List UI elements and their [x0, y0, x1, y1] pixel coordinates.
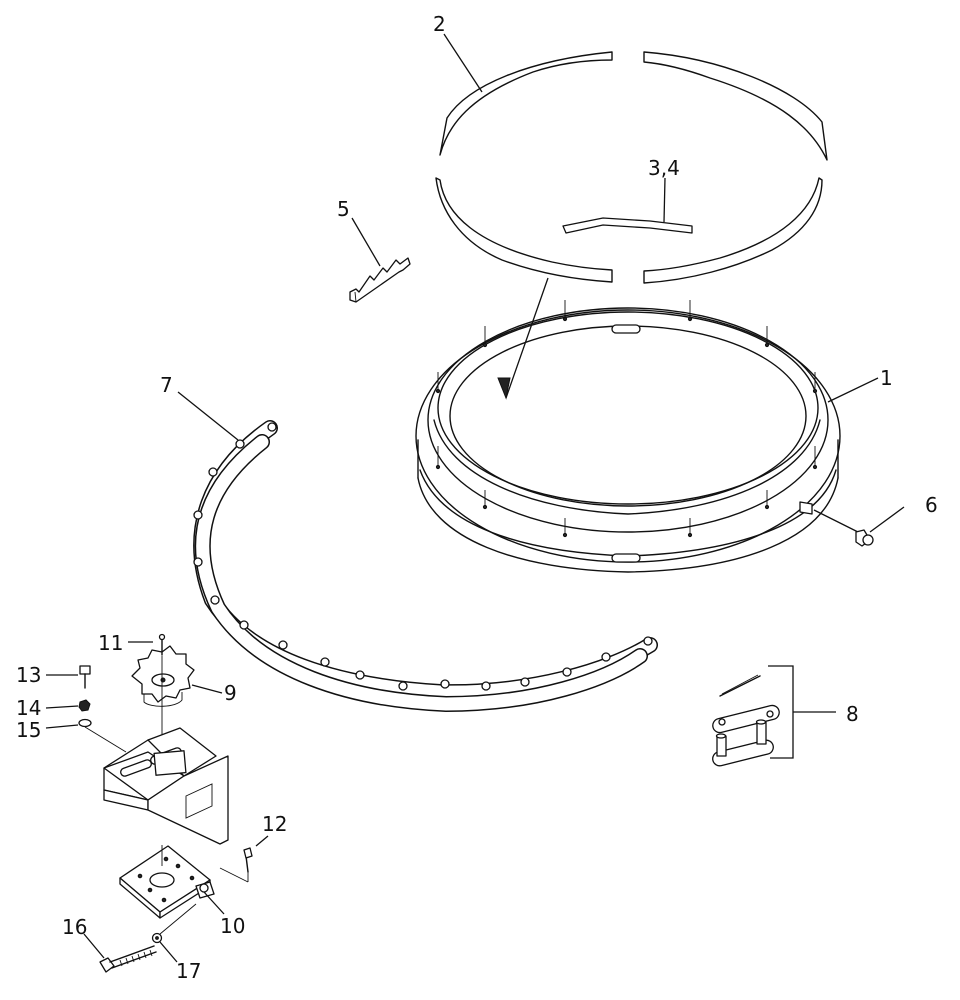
callout-11: 11: [98, 631, 123, 655]
callout-12: 12: [262, 812, 287, 836]
motor-mount-bracket: [103, 727, 229, 845]
callout-8: 8: [846, 702, 859, 726]
callout-7: 7: [160, 373, 173, 397]
assembly-arrow: [497, 277, 549, 400]
part-12-screw: [219, 835, 269, 883]
leader-lines: [177, 33, 905, 533]
callout-5: 5: [337, 197, 350, 221]
callout-15: 15: [16, 718, 41, 742]
callout-labels: 1 2 3,4 5 6 7 8 9 10 11 12 13 14 15 16 1…: [16, 12, 938, 983]
part-14-nut: [45, 699, 91, 712]
part-8-connecting-link: [712, 665, 836, 767]
chain-pins: [193, 422, 653, 691]
part-10-motor-plate: [119, 845, 225, 919]
callout-3-4: 3,4: [648, 156, 680, 180]
callout-1: 1: [880, 366, 893, 390]
bowl-ring-pins: [435, 300, 818, 538]
callout-10: 10: [220, 914, 245, 938]
part-7-chain: [193, 420, 658, 713]
part-5-comb-block: [349, 257, 411, 303]
callout-2: 2: [433, 12, 446, 36]
callout-13: 13: [16, 663, 41, 687]
part-16-long-bolt: [83, 933, 157, 973]
callout-16: 16: [62, 915, 87, 939]
part-13-bolt: [46, 665, 91, 689]
callout-9: 9: [224, 681, 237, 705]
part-17-washer: [151, 903, 197, 963]
callout-17: 17: [176, 959, 201, 983]
part-15-washer: [45, 718, 127, 753]
part-9-sprocket: [131, 645, 223, 707]
part-1-bowl-ring: [415, 300, 841, 573]
callout-14: 14: [16, 696, 41, 720]
part-6-set-screw: [813, 509, 874, 547]
part-2-wear-strip-ring: [435, 51, 828, 284]
callout-6: 6: [925, 493, 938, 517]
part-3-4-splice-plate: [562, 217, 693, 234]
